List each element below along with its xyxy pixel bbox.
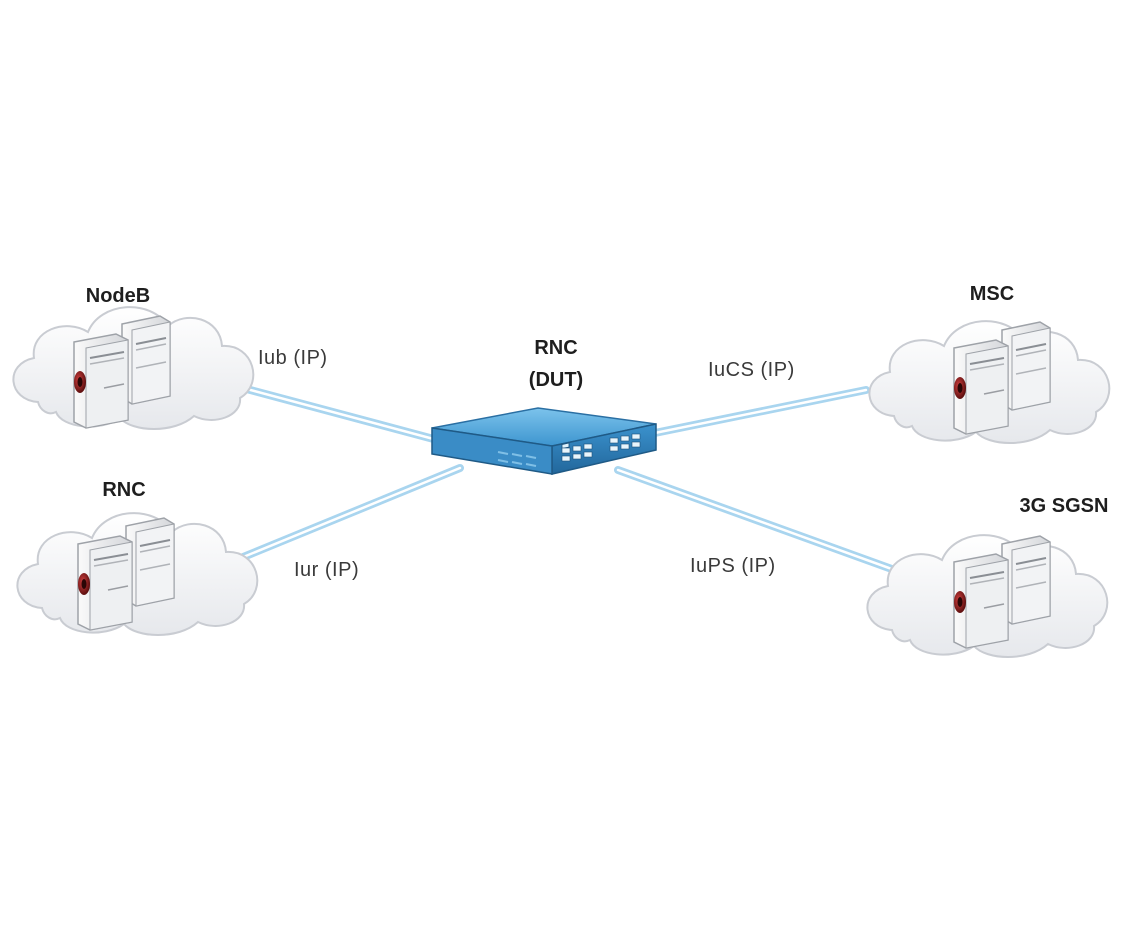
- link-iups: [614, 466, 904, 576]
- iub-label: Iub (IP): [258, 347, 328, 369]
- dut-label-line1: RNC: [534, 337, 577, 359]
- sgsn-label: 3G SGSN: [1020, 495, 1109, 517]
- msc-label: MSC: [970, 283, 1014, 305]
- switch-icon: [431, 407, 657, 475]
- iucs-label: IuCS (IP): [708, 359, 795, 381]
- iur-label: Iur (IP): [294, 559, 359, 581]
- nodeb-cloud: [12, 306, 255, 430]
- link-iur: [232, 464, 464, 564]
- iups-label: IuPS (IP): [690, 555, 776, 577]
- msc-cloud: [868, 320, 1111, 444]
- sgsn-cloud: [866, 534, 1109, 658]
- rnc-left-label: RNC: [102, 479, 145, 501]
- link-iub: [224, 380, 460, 449]
- rnc-cloud: [16, 512, 259, 636]
- dut-label-line2: (DUT): [529, 369, 583, 391]
- nodeb-label: NodeB: [86, 285, 150, 307]
- link-iucs: [636, 386, 870, 440]
